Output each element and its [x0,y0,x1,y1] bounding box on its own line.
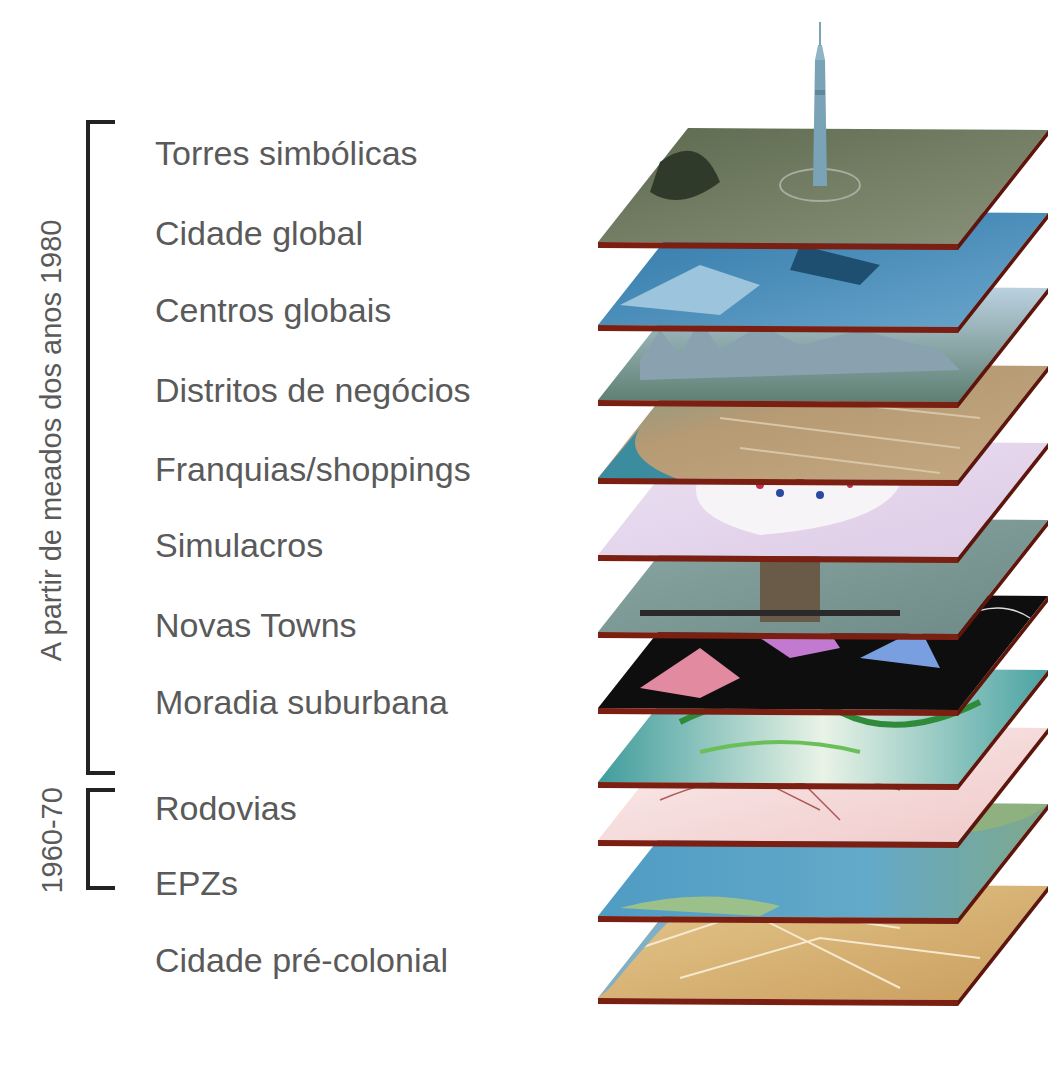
bracket [88,122,115,773]
period-label: 1960-70 [35,787,70,893]
layer-label: Simulacros [155,525,323,566]
layer-label: Novas Towns [155,605,357,646]
layer-label: Cidade global [155,213,363,254]
layer-label: Moradia suburbana [155,682,448,723]
layer-label: Distritos de negócios [155,370,471,411]
tower [813,22,827,186]
layer-label: Rodovias [155,788,297,829]
layer-label: EPZs [155,863,238,904]
bracket [88,790,115,888]
layer-label: Centros globais [155,290,391,331]
period-label: A partir de meados dos anos 1980 [35,219,70,661]
layer-label: Cidade pré-colonial [155,940,448,981]
map-layer [598,594,1048,716]
layer-label: Franquias/shoppings [155,449,471,490]
layer-label: Torres simbólicas [155,133,418,174]
